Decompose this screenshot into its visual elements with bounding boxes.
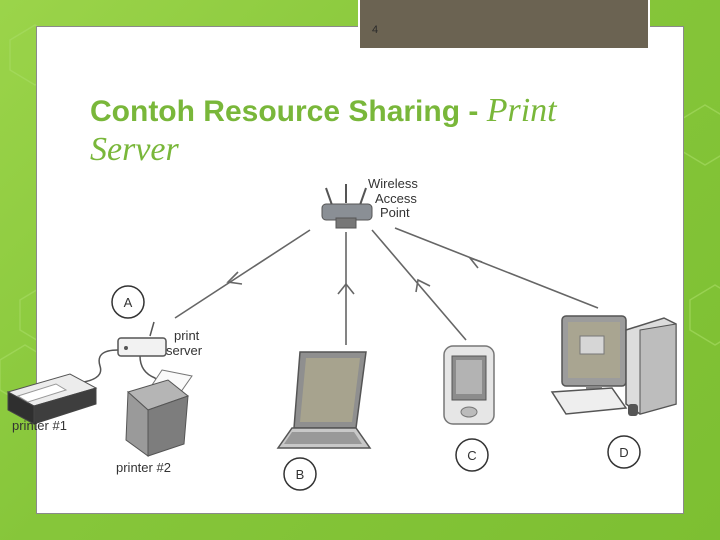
node-c-circle (455, 438, 489, 472)
print-server-label-line2: server (166, 343, 203, 358)
print-server-icon (117, 321, 167, 357)
link-ap-desktop (394, 227, 599, 309)
node-a-label: A (124, 295, 133, 310)
node-b-label: B (296, 467, 305, 482)
link-ap-printserver (174, 229, 311, 319)
printer1-label: printer #1 (12, 418, 67, 433)
printer2-label: printer #2 (116, 460, 171, 475)
node-b-circle (283, 457, 317, 491)
wireless-access-point-icon (321, 184, 373, 229)
node-c-label: C (467, 448, 476, 463)
laptop-icon (276, 351, 372, 449)
arrow-pda (415, 278, 431, 293)
printer2-icon (125, 369, 193, 457)
arrow-laptop (337, 282, 355, 295)
ap-label-line3: Point (380, 205, 410, 220)
print-server-label-line1: print (174, 328, 200, 343)
slide-title: Contoh Resource Sharing - Print Server (90, 92, 650, 170)
cable-printer1 (83, 349, 119, 383)
title-italic-print: Print (486, 92, 557, 129)
node-a-circle (111, 285, 145, 319)
title-regular: Contoh Resource Sharing - (90, 95, 487, 128)
printer1-icon (6, 373, 98, 425)
page-number: 4 (372, 24, 379, 36)
desktop-computer-icon (550, 315, 677, 416)
title-italic-server: Server (90, 131, 179, 168)
node-d-circle (607, 435, 641, 469)
node-d-label: D (619, 445, 628, 460)
ap-label-line1: Wireless (368, 176, 418, 191)
arrow-desktop (467, 256, 483, 269)
arrow-printserver (226, 271, 243, 285)
pda-icon (443, 345, 495, 425)
link-ap-pda (371, 229, 467, 341)
page-number-tab (358, 0, 650, 50)
ap-label-line2: Access (375, 191, 417, 206)
